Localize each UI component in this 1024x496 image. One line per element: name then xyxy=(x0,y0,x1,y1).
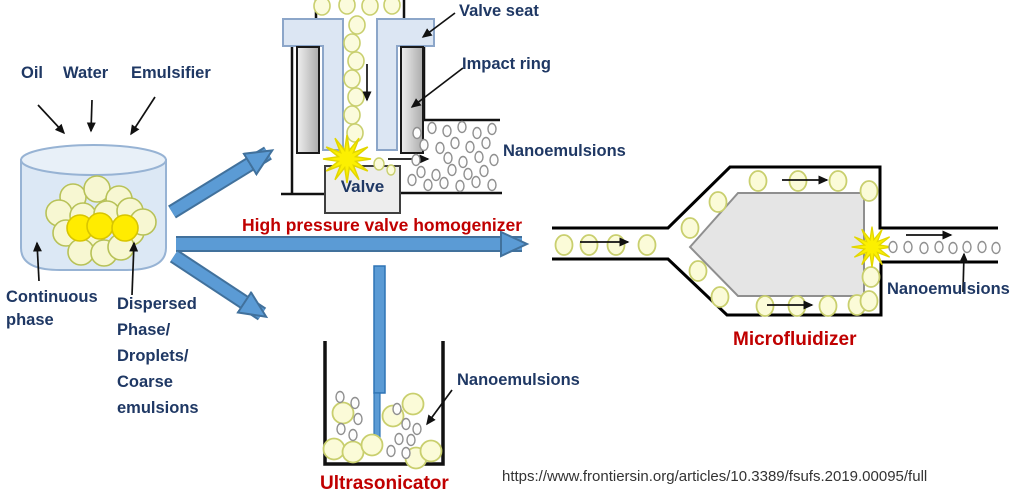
source-url: https://www.frontiersin.org/articles/10.… xyxy=(502,468,928,485)
dispersed-phase-label: Dispersed Phase/ Droplets/ Coarse emulsi… xyxy=(117,295,199,417)
continuous-phase-arrow xyxy=(32,241,42,282)
homogenizer-nanoemulsions-label: Nanoemulsions xyxy=(503,142,626,160)
continuous-phase-label: Continuous phase xyxy=(6,288,98,329)
valve-label: Valve xyxy=(340,177,385,196)
homogenizer-caption: High pressure valve homogenizer xyxy=(242,215,523,235)
sonotrode-probe xyxy=(373,265,386,394)
water-label: Water xyxy=(63,64,109,82)
valve-seat-pointer xyxy=(421,12,456,38)
water-arrow xyxy=(86,99,96,133)
sonotrode-tip xyxy=(373,392,381,439)
channel-top xyxy=(552,165,998,230)
homogenizer-diagram xyxy=(281,0,502,214)
impact-ring-pointer xyxy=(410,67,464,108)
emulsifier-label: Emulsifier xyxy=(131,64,211,82)
pointer-arrows xyxy=(32,96,156,296)
nanoemulsions-pointer xyxy=(959,252,969,293)
ultrasonicator-caption: Ultrasonicator xyxy=(320,473,449,494)
oil-label: Oil xyxy=(21,64,44,82)
ultrasonicator-nanoemulsions-label: Nanoemulsions xyxy=(457,371,580,389)
dispersed-phase-arrow xyxy=(129,241,139,296)
arrow-to-ultrasonicator xyxy=(169,249,262,321)
nanoemulsion-mist xyxy=(407,120,499,193)
valve-seat-label: Valve seat xyxy=(459,2,539,20)
valve-seat-left xyxy=(282,18,344,151)
arrow-to-homogenizer xyxy=(168,146,268,219)
emulsifier-arrow xyxy=(130,96,156,136)
process-arrows xyxy=(168,146,522,321)
ultrasonicator-diagram xyxy=(322,265,453,470)
coarse-emulsion-beaker xyxy=(20,144,167,271)
microfluidizer-diagram xyxy=(552,165,1001,317)
channel-bottom xyxy=(552,257,998,317)
micro-flow-arrows xyxy=(580,175,969,310)
valve-seat-right xyxy=(376,18,435,151)
oil-arrow xyxy=(37,104,66,135)
nanoemulsions-pointer xyxy=(426,389,453,426)
impact-ring-label: Impact ring xyxy=(462,55,551,73)
impact-ring-left xyxy=(296,46,320,154)
microfluidizer-nanoemulsions-label: Nanoemulsions xyxy=(887,280,1010,298)
exit-nanodroplets xyxy=(888,240,1001,255)
microfluidizer-caption: Microfluidizer xyxy=(733,329,857,350)
